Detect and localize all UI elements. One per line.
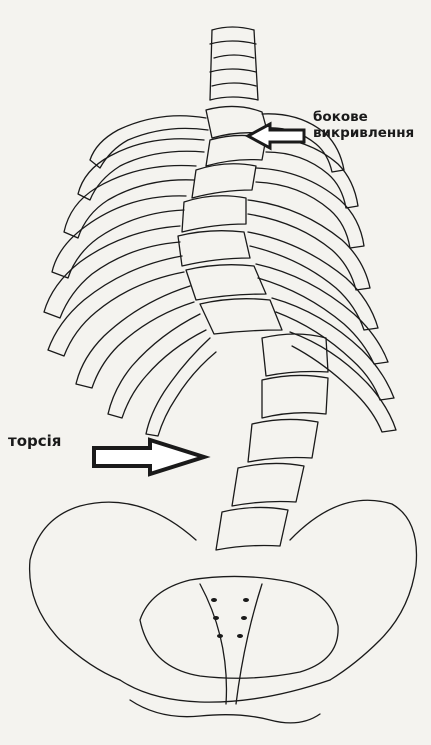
torsion-label: торсія [8,433,61,450]
lateral-curvature-label-line2: викривлення [313,126,414,142]
left-ribs [44,116,216,436]
sacrum-foramina [211,598,249,638]
torsion-arrow-icon [94,440,204,474]
lumbar-vertebrae [216,334,328,550]
right-ribs [248,114,396,432]
cervical-vertebrae [210,27,258,100]
pelvis [30,500,417,723]
lateral-curvature-label-line1: бокове [313,110,414,126]
lateral-curvature-label: бокове викривлення [313,110,414,141]
